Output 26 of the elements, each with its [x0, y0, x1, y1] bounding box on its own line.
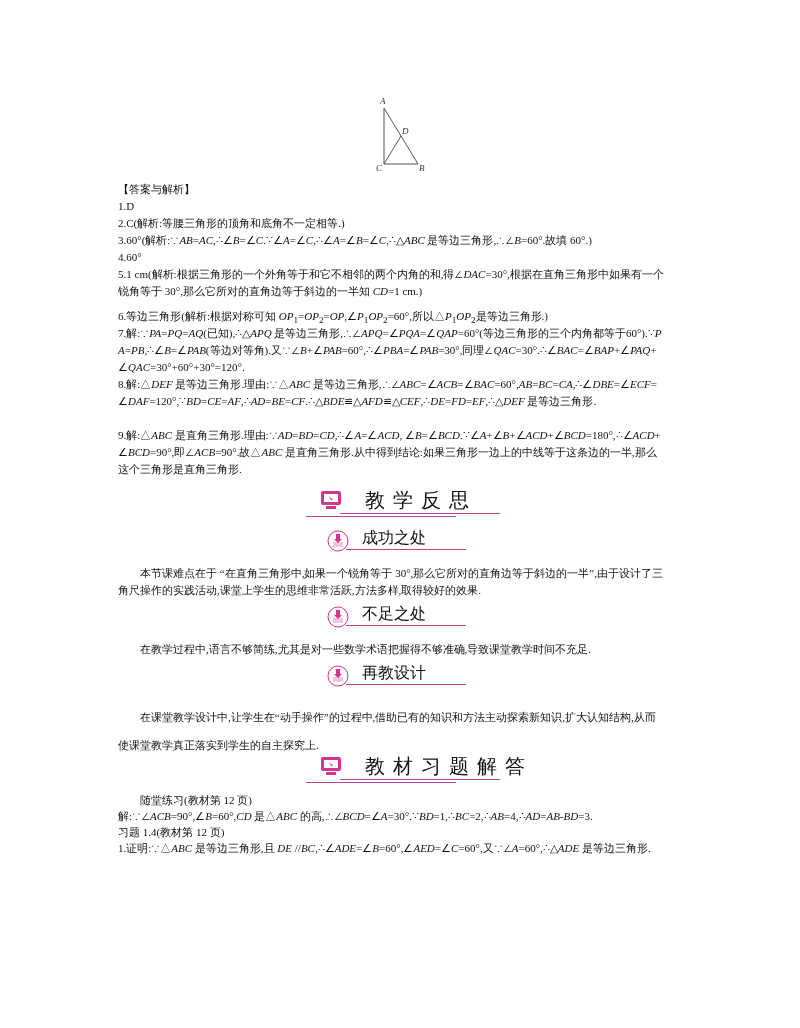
answer-paragraph: 4.60° [118, 250, 143, 265]
section-subheading: 再教设计 [362, 663, 426, 684]
answer-paragraph: 在课堂教学设计中,让学生在“动手操作”的过程中,借助已有的知识和方法主动探索新知识,扩大认知结构,从而使课堂教学真正落实到学生的自主探究上. [118, 710, 657, 753]
answer-paragraph: 5.1 cm(解析:根据三角形的一个外角等于和它不相邻的两个内角的和,得∠DAC=30°,根据在直角三角形中如果有一个锐角等于 30°,那么它所对的直角边等于斜边的一半知 CD=1 cm.) [118, 267, 665, 299]
answer-paragraph: 1.证明:∵△ABC 是等边三角形,且 DE //BC,∴∠ADE=∠B=60°,∠AED=∠C=60°,又∵∠A=60°,∴△ADE 是等边三角形. [118, 841, 652, 856]
answer-paragraph: 2.C(解析:等腰三角形的顶角和底角不一定相等.) [118, 216, 346, 231]
answer-paragraph: 6.等边三角形(解析:根据对称可知 OP$_{1}$=OP$_{2}$=OP,∠P$_{1}$OP$_{2}$=60°,所以△P$_{1}$OP$_{2}$是等边三角形.) [118, 309, 549, 328]
answer-paragraph: 3.60°(解析:∵AB=AC,∴∠B=∠C.∵∠A=∠C,∴∠A=∠B=∠C,∴△ABC 是等边三角形,∴∠B=60°.故填 60°.) [118, 233, 593, 248]
answer-paragraph: 9.解:△ABC 是直角三角形.理由:∵AD=BD=CD,∴∠A=∠ACD, ∠B=∠BCD.∵∠A+∠B+∠ACD+∠BCD=180°,∴∠ACD+∠BCD=90°,即∠ACB=90°.故△ABC 是直角三角形.从中得到结论:如果三角形一边上的中线等于这条边的一半,那么这个三角形是直角三角形. [118, 428, 662, 477]
answer-paragraph: 1.D [118, 199, 136, 214]
section-heading: 教材习题解答 [365, 753, 533, 780]
point-label: B [419, 163, 425, 173]
point-label: A [380, 96, 386, 106]
answer-paragraph: 在教学过程中,语言不够简练,尤其是对一些数学术语把握得不够准确,导致课堂教学时间不充足. [139, 642, 592, 657]
answer-paragraph: 解:∵∠ACB=90°,∠B=60°,CD 是△ABC 的高,∴∠BCD=∠A=30°.∵BD=1,∴BC=2,∴AB=4,∴AD=AB-BD=3. [118, 809, 594, 824]
section-heading: 教学反思 [365, 487, 477, 514]
exercise-heading: 习题 1.4(教材第 12 页) [118, 825, 226, 840]
point-label: D [402, 126, 409, 136]
answer-paragraph: 8.解:△DEF 是等边三角形.理由:∵△ABC 是等边三角形,∴∠ABC=∠ACB=∠BAC=60°,AB=BC=CA,∴∠DBE=∠ECF=∠DAF=120°,∵BD=CE=AF,∴AD=BE=CF.∴△BDE≌△AFD≌△CEF,∴DE=FD=EF,∴△DEF 是等边三角形. [118, 377, 659, 409]
point-label: C [376, 163, 382, 173]
answer-paragraph: 7.解:∵PA=PQ=AQ(已知),∴△APQ 是等边三角形,∴∠APQ=∠PQA=∠QAP=60°(等边三角形的三个内角都等于60°).∵PA=PB,∴∠B=∠PAB(等边对等角).又∵∠B+∠PAB=60°,∴∠PBA=∠PAB=30°,同理∠QAC=30°.∴∠BAC=∠BAP+∠PAQ+∠QAC=30°+60°+30°=120°. [118, 326, 663, 375]
section-subheading: 不足之处 [362, 604, 426, 625]
section-subheading: 成功之处 [362, 528, 426, 549]
answer-paragraph: 本节课难点在于 “在直角三角形中,如果一个锐角等于 30°,那么它所对的直角边等于斜边的一半”,由于设计了三角尺操作的实践活动,课堂上学生的思维非常活跃,方法多样,取得较好的效果. [118, 566, 664, 598]
exercise-heading: 随堂练习(教材第 12 页) [139, 793, 253, 808]
section-label: 【答案与解析】 [118, 182, 196, 197]
